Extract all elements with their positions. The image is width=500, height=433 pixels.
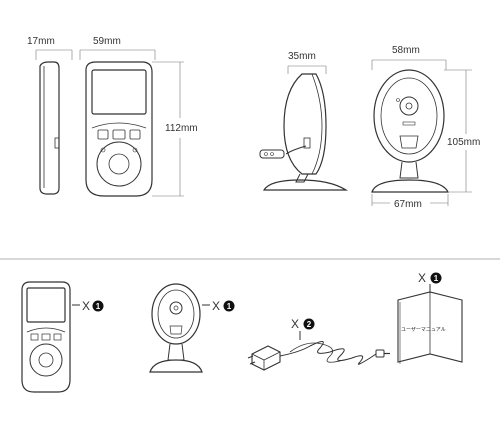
package-monitor-illustration	[21, 281, 71, 393]
camera-qty-count: 1	[227, 302, 232, 311]
camera-height-dimension	[444, 69, 472, 193]
camera-height-label: 105mm	[447, 137, 480, 148]
camera-base-dimension	[371, 194, 449, 206]
camera-qty-badge	[223, 300, 235, 312]
monitor-qty-multiplier: X	[82, 299, 90, 313]
monitor-height-dimension	[152, 61, 184, 197]
camera-width-label: 58mm	[392, 45, 420, 56]
monitor-qty-count: 1	[96, 302, 101, 311]
camera-base-width-label: 67mm	[394, 199, 422, 210]
package-manual-quantity: X 1	[418, 271, 442, 293]
monitor-width-label: 59mm	[93, 36, 121, 47]
package-adapter-quantity: X 2	[291, 317, 315, 340]
package-monitor-quantity: X 1	[72, 299, 104, 313]
monitor-side-view	[35, 49, 73, 195]
adapter-qty-badge	[303, 318, 315, 330]
camera-front-view	[371, 59, 449, 193]
package-camera-illustration	[149, 283, 203, 373]
monitor-front-view	[79, 49, 156, 197]
package-camera-quantity: X 1	[202, 299, 235, 313]
monitor-qty-badge	[92, 300, 104, 312]
manual-qty-badge	[430, 272, 442, 284]
camera-depth-label: 35mm	[288, 51, 316, 62]
camera-qty-multiplier: X	[212, 299, 220, 313]
manual-qty-count: 1	[434, 274, 439, 283]
package-adapter-illustration	[247, 341, 390, 371]
camera-side-view	[259, 65, 349, 191]
manual-title: ユーザーマニュアル	[401, 327, 446, 333]
adapter-qty-multiplier: X	[291, 317, 299, 331]
monitor-height-label: 112mm	[165, 123, 198, 134]
manual-qty-multiplier: X	[418, 271, 426, 285]
adapter-qty-count: 2	[307, 320, 312, 329]
monitor-thickness-label: 17mm	[27, 36, 55, 47]
